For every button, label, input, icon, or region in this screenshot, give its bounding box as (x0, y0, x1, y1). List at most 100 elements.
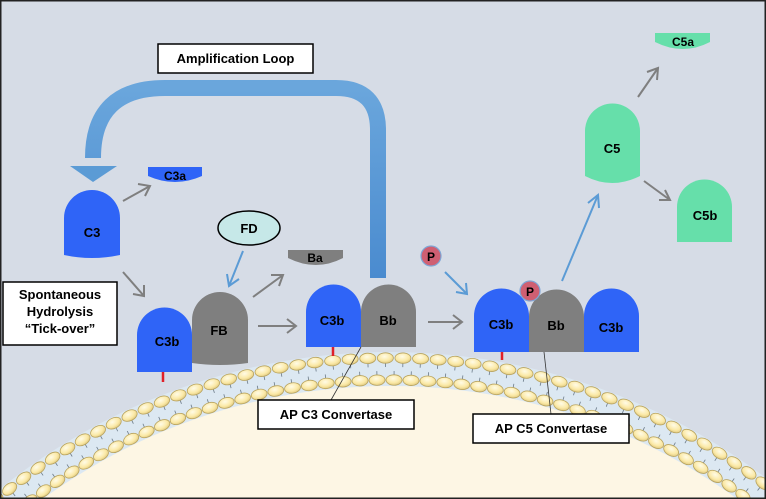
lipid-head (681, 428, 698, 442)
lipid-head (341, 353, 359, 365)
svg-text:C5a: C5a (672, 35, 694, 49)
lipid-head (359, 352, 377, 365)
lipid-head (154, 419, 171, 432)
lipid-head (663, 444, 680, 457)
lipid-head (482, 360, 499, 372)
lipid-head (317, 377, 335, 390)
lipid-head (385, 374, 403, 386)
svg-text:C5: C5 (604, 141, 621, 156)
amplification-loop-arrowhead (70, 166, 117, 182)
svg-text:AP C5 Convertase: AP C5 Convertase (495, 421, 607, 436)
lipid-head (707, 469, 723, 483)
lipid-head (464, 357, 482, 370)
c3a-fragment: C3a (148, 167, 202, 183)
svg-text:Ba: Ba (307, 251, 323, 265)
c5-convertase: C3b Bb C3b P (474, 280, 639, 360)
lipid-head (153, 395, 170, 408)
lipid-head (632, 429, 649, 442)
c3-convertase-leader (330, 346, 362, 401)
ba-fragment: Ba (288, 250, 343, 265)
arrow-c3-to-c3a (122, 183, 152, 202)
lipid-head (755, 476, 765, 491)
lipid-head (429, 354, 447, 366)
lipid-head (186, 383, 204, 396)
lipid-head (617, 398, 634, 411)
lipid-head (16, 471, 32, 486)
lipid-head (551, 375, 568, 388)
lipid-head (419, 375, 437, 387)
svg-text:P: P (427, 250, 435, 264)
svg-text:C3b: C3b (599, 320, 624, 335)
lipid-head (487, 383, 504, 396)
lipid-head (271, 362, 289, 374)
arrow-tickover-to-c3conv (258, 318, 298, 334)
c5-convertase-leader (543, 351, 552, 415)
c3b-c5-convertase-2: C3b (584, 288, 639, 352)
svg-text:C3: C3 (84, 225, 101, 240)
c3b-c3-convertase: C3b (306, 284, 361, 347)
svg-text:Bb: Bb (379, 313, 396, 328)
svg-text:P: P (526, 285, 534, 299)
svg-text:Amplification Loop: Amplification Loop (177, 51, 295, 66)
lipid-head (220, 373, 237, 386)
lipid-head (553, 399, 570, 412)
lipid-head (665, 420, 682, 434)
arrow-c5-to-c5a (637, 66, 660, 98)
lipid-head (584, 386, 602, 399)
svg-text:C3b: C3b (320, 313, 345, 328)
lipid-head (650, 412, 666, 426)
svg-text:Bb: Bb (547, 318, 564, 333)
lipid-head (567, 380, 585, 393)
lipid-head (170, 389, 187, 402)
c3-molecule: C3 (64, 190, 120, 258)
enzyme-arrows (226, 193, 600, 296)
amplification-loop-label: Amplification Loop (157, 43, 314, 74)
lipid-head (36, 484, 52, 498)
lipid-head (30, 461, 46, 475)
lipid-head (49, 474, 66, 488)
lipid-head (394, 352, 412, 364)
lipid-head (203, 378, 221, 391)
properdin-free: P (420, 245, 442, 267)
arrow-c5conv-to-c5 (561, 193, 600, 282)
c3b-c5-convertase-1: C3b (474, 288, 529, 352)
lipid-head (726, 456, 742, 470)
lipid-head (520, 390, 537, 403)
lipid-head (648, 436, 664, 449)
lipid-head (436, 376, 454, 389)
factor-b: FB (192, 292, 248, 365)
lipid-head (218, 397, 235, 409)
lipid-head (108, 440, 124, 454)
process-arrows (122, 66, 672, 334)
arrow-properdin-to-c5conv (444, 271, 469, 296)
lipid-head (711, 446, 728, 460)
lipid-head (90, 424, 106, 438)
lipid-head (254, 365, 272, 377)
lipid-head (284, 382, 301, 394)
lipid-head (735, 489, 751, 498)
lipid-head (105, 416, 122, 430)
lipid-head (44, 451, 61, 465)
lipid-head (499, 363, 517, 376)
bb-c3-convertase: Bb (361, 284, 416, 347)
lipid-head (267, 385, 285, 397)
lipid-head (64, 465, 80, 479)
spontaneous-hydrolysis-label: Spontaneous Hydrolysis “Tick-over” (2, 281, 118, 346)
svg-text:Spontaneous: Spontaneous (19, 287, 101, 302)
lipid-head (78, 456, 95, 470)
lipid-head (516, 367, 534, 379)
lipid-head (721, 479, 737, 493)
svg-text:FB: FB (210, 323, 227, 338)
lipid-head (503, 386, 521, 399)
lipid-head (412, 353, 429, 365)
lipid-head (447, 355, 465, 368)
amplification-loop-arrow (85, 80, 386, 278)
lipid-head (696, 437, 713, 451)
svg-text:AP C3 Convertase: AP C3 Convertase (280, 407, 392, 422)
svg-text:C3a: C3a (164, 169, 186, 183)
lipid-head (601, 392, 618, 405)
c5a-fragment: C5a (655, 33, 710, 49)
svg-text:Hydrolysis: Hydrolysis (27, 304, 93, 319)
